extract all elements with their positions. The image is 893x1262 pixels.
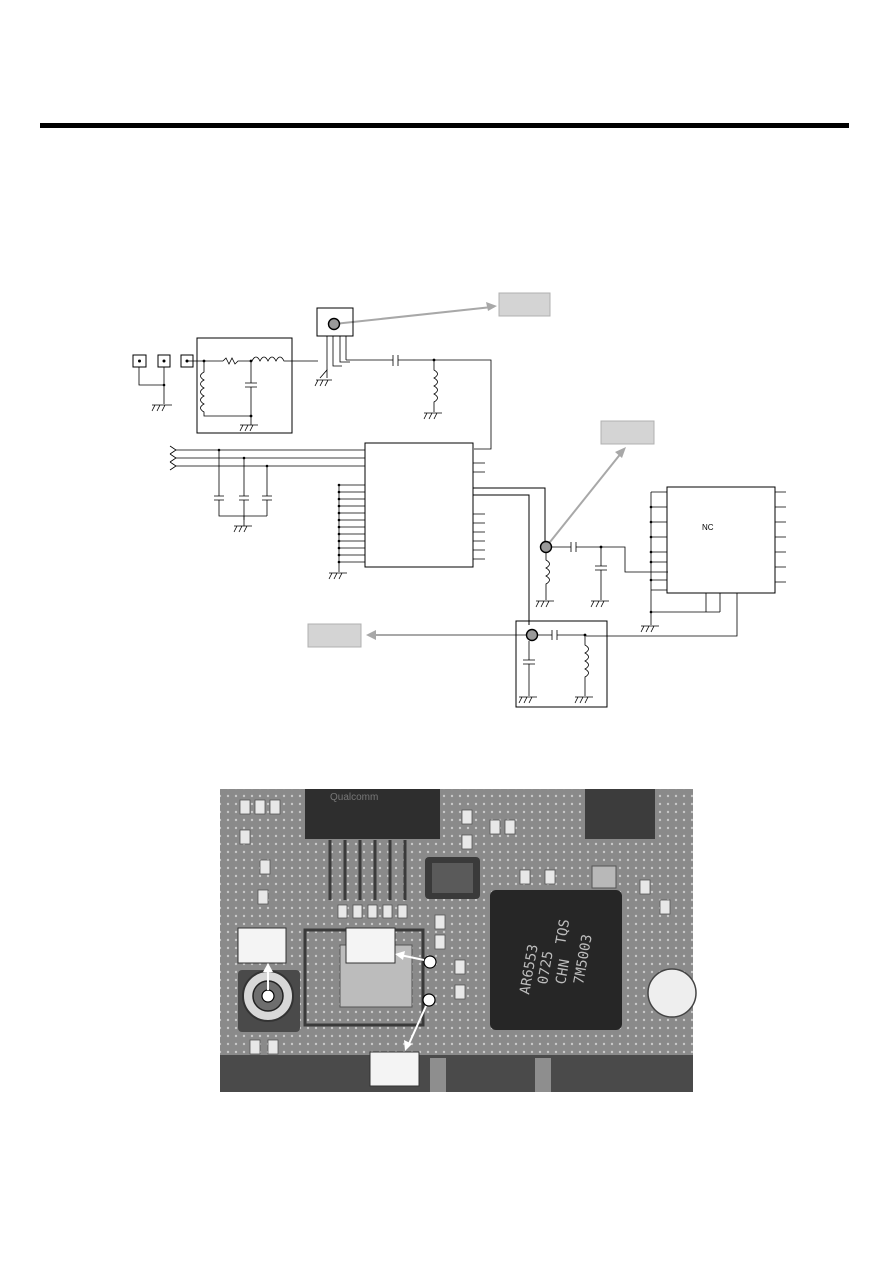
- photo-label-box-1: [237, 927, 287, 964]
- chip-marking-line-1: TQS: [553, 918, 573, 946]
- power-amp-chip: [490, 890, 622, 1030]
- probe-arrowhead-2: [615, 447, 626, 458]
- probe-label-box-1: [498, 292, 551, 317]
- bottom-matching-block: [515, 620, 608, 708]
- probe-point-1: [327, 317, 341, 331]
- photo-probe-3: [422, 993, 436, 1007]
- antenna-connector-box: [316, 307, 354, 337]
- probe-point-3: [525, 628, 539, 642]
- brand-marking: Qualcomm: [330, 792, 378, 803]
- chip-marking-line-4: 0725: [535, 950, 557, 986]
- switch-ic: [666, 486, 776, 594]
- probe-arrowhead-3: [366, 630, 376, 640]
- probe-point-2: [539, 540, 553, 554]
- probe-arrow-2: [545, 451, 623, 548]
- probe-label-box-2: [600, 420, 655, 445]
- probe-arrow-1: [333, 306, 493, 325]
- filter-block: [196, 337, 293, 434]
- photo-probe-1: [261, 989, 275, 1003]
- photo-probe-2: [423, 955, 437, 969]
- chip-marking-line-3: CHN: [553, 958, 573, 986]
- nc-label: NC: [702, 523, 714, 532]
- probe-arrowhead-1: [486, 302, 497, 311]
- photo-label-box-2: [345, 927, 396, 964]
- ground-symbol: [314, 379, 332, 387]
- probe-label-box-3: [307, 623, 362, 648]
- header-rule: [40, 123, 849, 128]
- photo-label-box-3: [369, 1051, 420, 1087]
- top-chip: [305, 789, 440, 839]
- main-ic: [364, 442, 474, 568]
